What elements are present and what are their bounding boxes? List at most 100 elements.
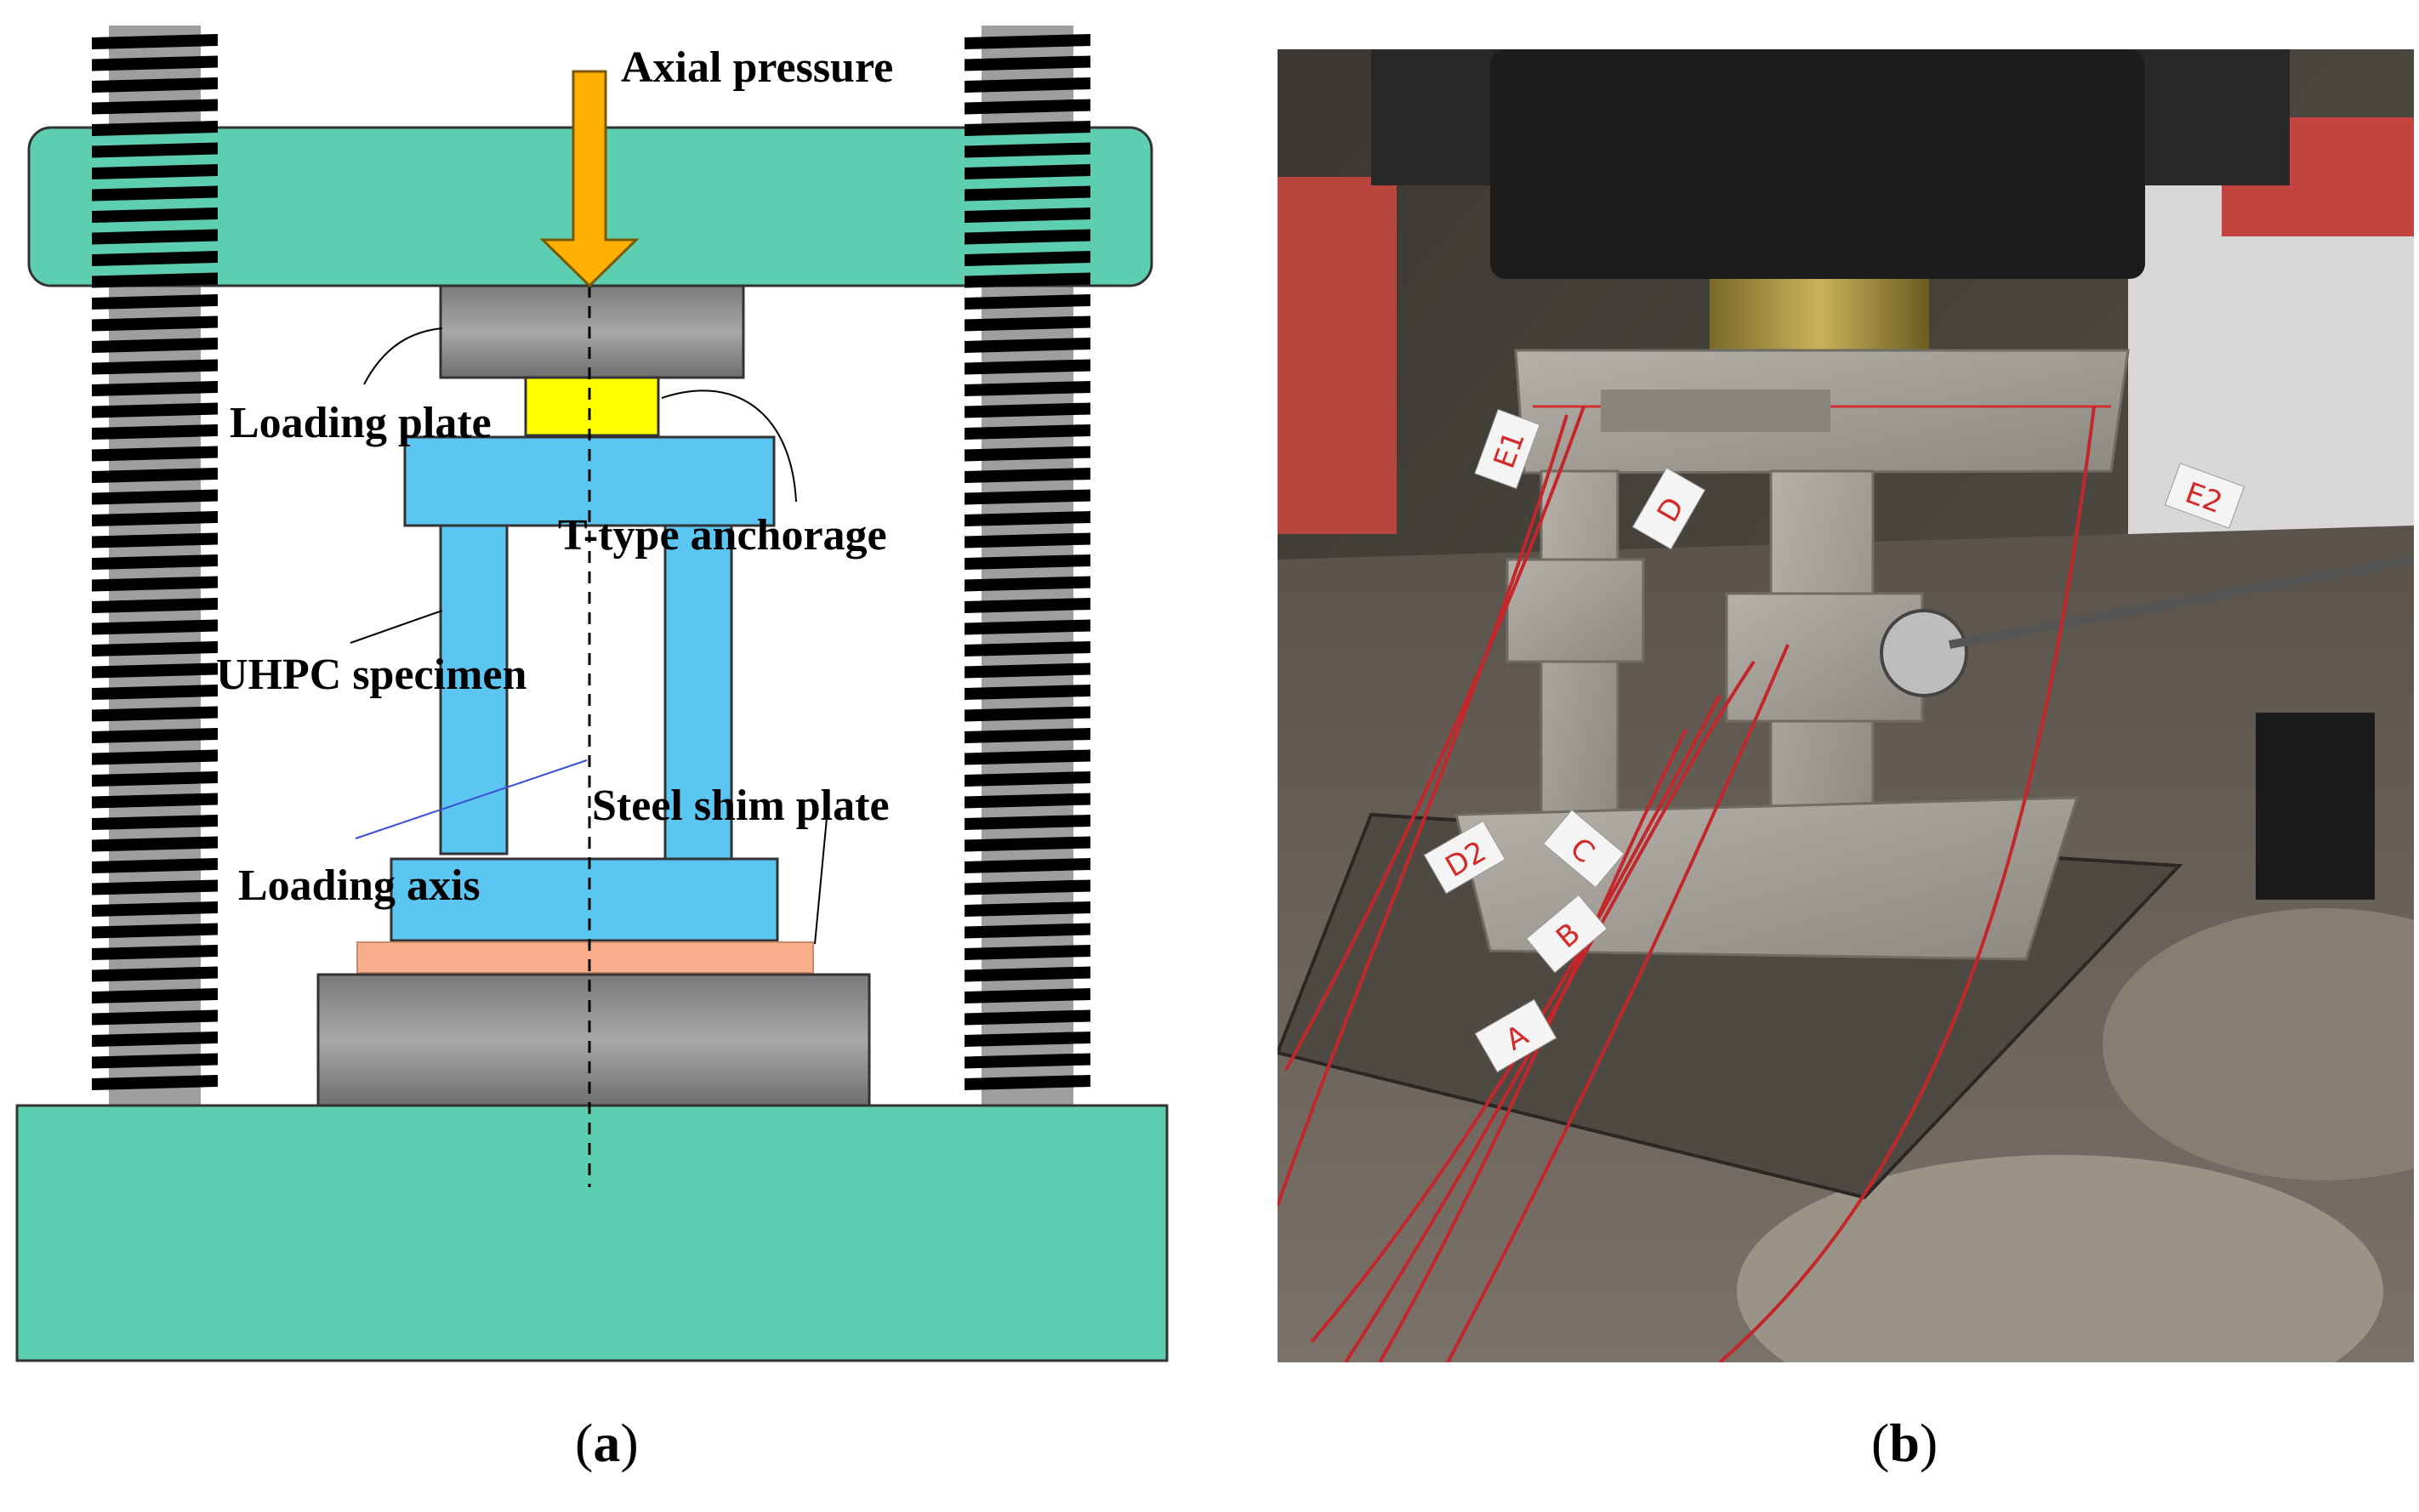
rod-thread — [965, 468, 1090, 483]
rod-thread — [92, 511, 218, 526]
rod-thread — [965, 402, 1090, 418]
rod-thread — [92, 424, 218, 440]
rod-thread — [92, 706, 218, 722]
rod-thread — [965, 511, 1090, 526]
rod-thread — [92, 381, 218, 396]
rod-thread — [92, 879, 218, 895]
background-red-wall — [1278, 177, 1397, 534]
wire-tag: A — [1474, 998, 1557, 1073]
rod-thread — [965, 749, 1090, 765]
rod-thread — [92, 793, 218, 809]
rod-thread — [965, 793, 1090, 809]
rod-thread — [92, 923, 218, 939]
rod-thread — [92, 446, 218, 462]
rod-thread — [965, 294, 1090, 310]
rod-thread — [965, 121, 1090, 136]
rod-thread — [92, 99, 218, 115]
rod-thread — [92, 294, 218, 310]
leader-steel-shim-plate — [814, 817, 828, 945]
test-setup-schematic: Axial pressure Loading plate T-type anch… — [15, 26, 1169, 1362]
rod-thread — [965, 923, 1090, 939]
rod-thread — [965, 945, 1090, 960]
rod-thread — [965, 99, 1090, 115]
rod-thread — [965, 815, 1090, 830]
rod-thread — [92, 338, 218, 353]
rod-thread — [965, 207, 1090, 223]
t-type-anchorage-block — [524, 376, 660, 437]
rod-thread — [92, 662, 218, 679]
rod-thread — [965, 706, 1090, 722]
rod-thread — [92, 641, 218, 657]
label-axial-pressure: Axial pressure — [621, 43, 893, 92]
rod-thread — [965, 142, 1090, 158]
rod-thread — [92, 598, 218, 613]
wire-tag: C — [1542, 809, 1625, 889]
rod-thread — [965, 164, 1090, 179]
rod-thread — [965, 272, 1090, 288]
rod-thread — [92, 619, 218, 635]
rod-thread — [965, 685, 1090, 700]
rod-thread — [965, 532, 1090, 549]
rod-thread — [92, 34, 218, 49]
dial-gauge — [1880, 609, 1968, 697]
rod-thread — [965, 554, 1090, 570]
rod-thread — [965, 338, 1090, 353]
rod-thread — [965, 728, 1090, 743]
wire-tag: D — [1631, 467, 1706, 550]
wire-tag: B — [1525, 894, 1608, 974]
rod-thread — [965, 1032, 1090, 1047]
wire-tag: E2 — [2164, 463, 2245, 529]
base-block — [15, 1104, 1169, 1362]
axial-pressure-arrow — [539, 70, 640, 288]
rod-thread — [92, 229, 218, 245]
rod-thread — [92, 359, 218, 375]
leader-loading-plate — [363, 327, 443, 385]
rod-thread — [92, 164, 218, 179]
rod-thread — [92, 185, 218, 202]
rod-thread — [92, 468, 218, 483]
rod-thread — [92, 121, 218, 136]
label-uhpc-specimen: UHPC specimen — [216, 651, 526, 699]
rod-thread — [92, 1032, 218, 1047]
rod-thread — [965, 251, 1090, 266]
rod-thread — [965, 771, 1090, 787]
steel-shim-plate — [356, 941, 814, 974]
leader-t-type-anchorage — [661, 389, 797, 503]
rod-thread — [965, 446, 1090, 462]
concrete-collar-left — [1505, 558, 1645, 663]
rod-thread — [92, 901, 218, 917]
rod-thread — [965, 836, 1090, 852]
rod-thread — [965, 662, 1090, 679]
rod-thread — [92, 1053, 218, 1069]
label-t-type-anchorage: T-type anchorage — [558, 511, 887, 560]
press-ram — [1490, 49, 2145, 279]
rod-thread — [965, 381, 1090, 396]
wire-tag: E1 — [1474, 408, 1540, 490]
lower-support-block — [316, 973, 871, 1107]
rod-thread — [92, 142, 218, 158]
rod-thread — [92, 771, 218, 787]
rod-thread — [92, 1009, 218, 1026]
rod-thread — [965, 1075, 1090, 1090]
rod-thread — [92, 315, 218, 332]
floor-round-plate-right — [2103, 908, 2414, 1180]
rod-thread — [965, 879, 1090, 895]
rod-thread — [965, 1009, 1090, 1026]
rod-thread — [965, 359, 1090, 375]
strain-gauge-patch — [1601, 389, 1830, 432]
rod-thread — [92, 576, 218, 592]
rod-thread — [965, 641, 1090, 657]
rod-thread — [92, 749, 218, 765]
rod-thread — [92, 489, 218, 505]
wire-tag: D2 — [1423, 820, 1506, 895]
rod-thread — [92, 272, 218, 288]
floor-round-plate — [1737, 1155, 2383, 1362]
label-steel-shim-plate: Steel shim plate — [592, 782, 890, 830]
leader-uhpc-specimen — [350, 610, 443, 644]
rod-thread — [92, 251, 218, 266]
gauge-rod — [1949, 555, 2414, 649]
uhpc-specimen-right-leg — [663, 524, 733, 861]
brass-loading-disc — [1710, 279, 1929, 352]
